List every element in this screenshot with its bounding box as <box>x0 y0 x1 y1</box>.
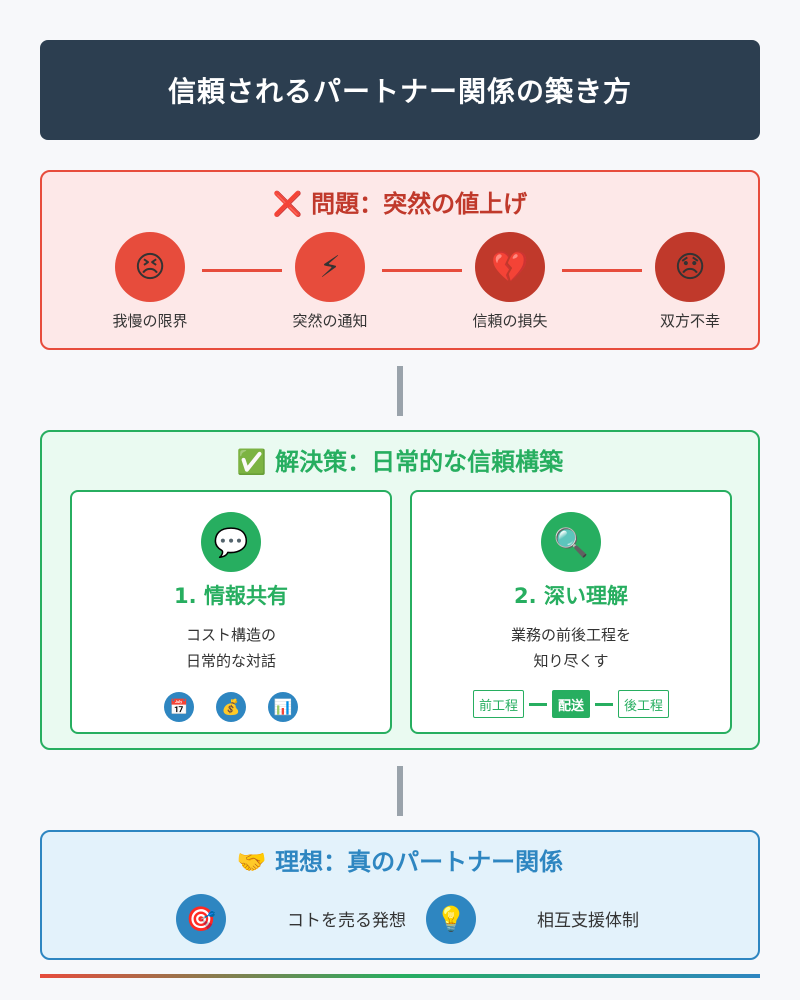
process-step-before: 前工程 <box>472 690 524 718</box>
card-desc-line: 知り尽くす <box>533 652 609 670</box>
footer-gradient-bar <box>40 974 760 978</box>
lightning-icon: ⚡ <box>295 232 365 302</box>
card-description: コスト構造の 日常的な対話 <box>72 622 390 674</box>
ideal-title: 🤝 理想：真のパートナー関係 <box>236 848 564 876</box>
disappointed-face-icon: 😞 <box>655 232 725 302</box>
card-description: 業務の前後工程を 知り尽くす <box>412 622 730 674</box>
ideal-items: 🎯 コトを売る発想 💡 相互支援体制 <box>42 892 758 952</box>
ideal-panel: 🤝 理想：真のパートナー関係 🎯 コトを売る発想 💡 相互支援体制 <box>40 830 760 960</box>
ideal-item-text: コトを売る発想 <box>287 911 406 931</box>
ideal-item-text: 相互支援体制 <box>537 911 639 931</box>
problem-title: ❌ 問題：突然の値上げ <box>272 190 528 218</box>
flow-step-label: 信頼の損失 <box>472 312 548 330</box>
problem-panel: ❌ 問題：突然の値上げ 😣 我慢の限界 ⚡ 突然の通知 💔 信頼の損失 😞 双方… <box>40 170 760 350</box>
flow-step-label: 我慢の限界 <box>112 312 188 330</box>
card-deep-understanding: 🔍 2. 深い理解 業務の前後工程を 知り尽くす 前工程 配送 後工程 <box>410 490 732 734</box>
flow-step-trust-loss: 💔 信頼の損失 <box>445 232 575 331</box>
title-banner: 信頼されるパートナー関係の築き方 <box>40 40 760 140</box>
process-chain: 前工程 配送 後工程 <box>412 690 730 718</box>
mini-icon-row: 📅 💰 📊 <box>72 692 390 722</box>
flow-step-notice: ⚡ 突然の通知 <box>265 232 395 331</box>
speech-bubble-icon: 💬 <box>201 512 261 572</box>
card-title: 1. 情報共有 <box>174 584 288 608</box>
flow-connector <box>562 269 642 272</box>
flow-step-unhappy: 😞 双方不幸 <box>625 232 755 331</box>
flow-step-endurance: 😣 我慢の限界 <box>85 232 215 331</box>
card-desc-line: コスト構造の <box>185 626 276 644</box>
page-title: 信頼されるパートナー関係の築き方 <box>167 75 632 108</box>
card-info-sharing: 💬 1. 情報共有 コスト構造の 日常的な対話 📅 💰 📊 <box>70 490 392 734</box>
money-bag-icon: 💰 <box>216 692 246 722</box>
vertical-connector <box>397 766 403 816</box>
solution-title: ✅ 解決策：日常的な信頼構築 <box>236 448 564 476</box>
persevering-face-icon: 😣 <box>115 232 185 302</box>
magnifier-icon: 🔍 <box>541 512 601 572</box>
flow-step-label: 双方不幸 <box>659 312 720 330</box>
lightbulb-icon: 💡 <box>426 894 476 944</box>
process-step-delivery: 配送 <box>551 690 590 718</box>
flow-step-label: 突然の通知 <box>292 312 368 330</box>
solution-panel: ✅ 解決策：日常的な信頼構築 💬 1. 情報共有 コスト構造の 日常的な対話 📅… <box>40 430 760 750</box>
card-desc-line: 業務の前後工程を <box>510 626 631 644</box>
vertical-connector <box>397 366 403 416</box>
process-dash <box>528 702 547 706</box>
card-title: 2. 深い理解 <box>514 584 628 608</box>
flow-connector <box>382 269 462 272</box>
process-step-after: 後工程 <box>618 690 670 718</box>
bar-chart-icon: 📊 <box>268 692 298 722</box>
flow-connector <box>202 269 282 272</box>
target-icon: 🎯 <box>176 894 226 944</box>
broken-heart-icon: 💔 <box>475 232 545 302</box>
process-dash <box>595 702 613 706</box>
calendar-icon: 📅 <box>164 692 194 722</box>
problem-flow: 😣 我慢の限界 ⚡ 突然の通知 💔 信頼の損失 😞 双方不幸 <box>42 232 758 342</box>
card-desc-line: 日常的な対話 <box>185 652 276 670</box>
